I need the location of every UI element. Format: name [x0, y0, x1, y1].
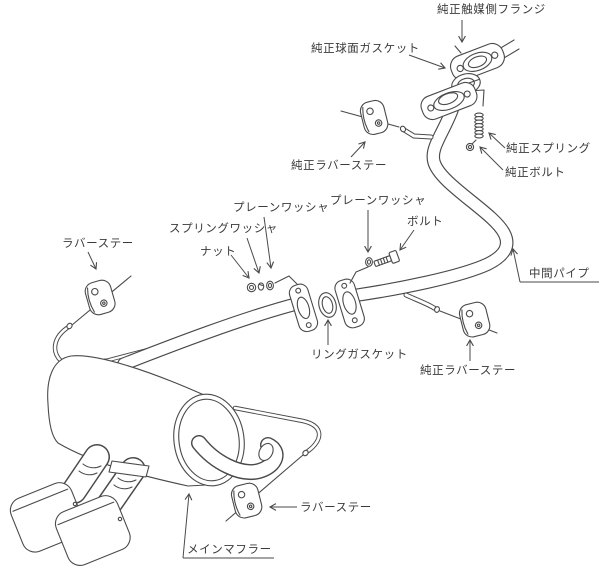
label-oem-spring: 純正スプリング	[506, 141, 591, 155]
label-oem-rubber-stay-upper: 純正ラバーステー	[291, 158, 388, 172]
rubber-stay-rear	[230, 482, 263, 519]
label-nut: ナット	[200, 244, 237, 258]
hanger-bracket-plate	[108, 460, 150, 478]
label-oem-rubber-stay-right: 純正ラバーステー	[420, 363, 517, 377]
label-ring-gasket: リングガスケット	[311, 347, 408, 361]
tail-pipe-loop	[191, 435, 284, 480]
ring-gasket	[318, 292, 337, 318]
catalyst-flange-assembly	[420, 39, 520, 121]
pipe-flange-upper	[420, 81, 478, 121]
rubber-stay-front	[84, 279, 116, 316]
tip-weld-dot	[117, 516, 123, 522]
leader-arrows	[87, 20, 599, 559]
main-muffler-body	[9, 355, 322, 566]
intermediate-pipe	[351, 103, 514, 313]
nut-washer-set	[246, 275, 298, 293]
hanger-rod-mid	[403, 292, 441, 313]
catalyst-flange	[449, 42, 505, 81]
label-center-pipe: 中間パイプ	[529, 266, 590, 280]
label-spring-washer: スプリングワッシャ	[169, 221, 278, 235]
joint-flange-right	[334, 278, 365, 329]
plain-washer-part	[365, 257, 373, 267]
label-catalyst-flange: 純正触媒側フランジ	[437, 2, 546, 16]
spring-washer-part	[257, 282, 265, 291]
oem-spring-and-bolt	[465, 89, 485, 152]
rubber-stay-upper	[359, 99, 389, 136]
spring	[474, 112, 484, 139]
bolt-head	[465, 142, 475, 152]
bolt-part	[373, 250, 400, 267]
hanger-rod-rear	[232, 405, 322, 457]
plain-washer-part	[266, 280, 274, 291]
rubber-stay-mid	[458, 301, 491, 338]
label-plain-washer-right: プレーンワッシャ	[330, 193, 427, 207]
tip-weld-dot	[72, 501, 78, 507]
label-spherical-gasket: 純正球面ガスケット	[311, 41, 420, 55]
label-oem-bolt: 純正ボルト	[505, 165, 566, 179]
label-main-muffler: メインマフラー	[187, 542, 272, 556]
exhaust-tip-right	[54, 495, 131, 566]
joint-flange-left	[288, 283, 319, 333]
center-joint	[288, 278, 365, 333]
tip-connector-left	[61, 444, 110, 504]
label-bolt: ボルト	[407, 214, 444, 228]
nut-part	[246, 282, 257, 293]
front-pipe	[117, 296, 307, 371]
label-rubber-stay-bottom: ラバーステー	[300, 500, 372, 514]
washer-bolt-set	[349, 250, 400, 284]
label-plain-washer-left: プレーンワッシャ	[233, 200, 330, 214]
label-rubber-stay-left: ラバーステー	[62, 236, 134, 250]
hanger-rod-upper	[399, 125, 434, 140]
